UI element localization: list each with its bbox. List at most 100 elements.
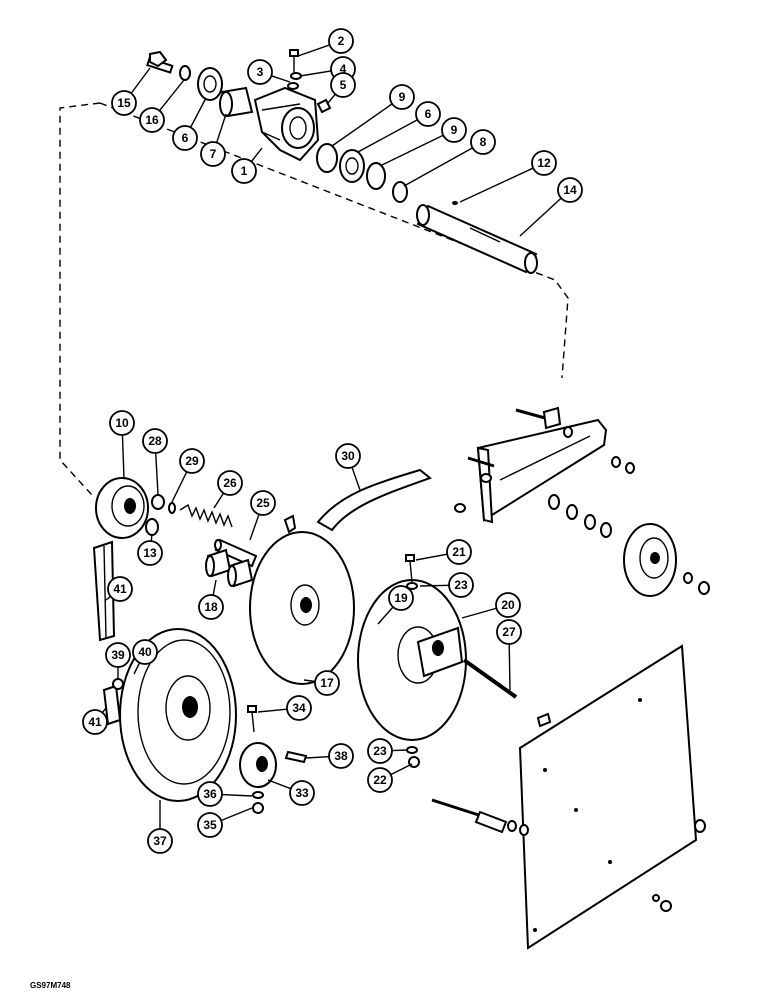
washer-23-upper	[406, 582, 418, 590]
callout-bubble	[496, 619, 522, 645]
callout-41: 41	[105, 576, 133, 602]
arm-washer-upper	[563, 426, 573, 438]
washer-3	[287, 82, 299, 90]
callout-37: 37	[147, 800, 173, 854]
callout-bubble	[107, 576, 133, 602]
callout-number: 8	[480, 135, 487, 149]
arm-washer-right-1	[611, 456, 621, 468]
arm-spacer	[542, 406, 562, 430]
callout-25: 25	[249, 490, 276, 541]
callout-18: 18	[198, 579, 224, 620]
callout-number: 23	[373, 744, 387, 758]
callout-number: 10	[115, 416, 129, 430]
callout-number: 17	[320, 676, 334, 690]
washer-8	[392, 181, 408, 203]
callout-number: 40	[138, 645, 152, 659]
callout-26: 26	[213, 470, 243, 509]
tensioner-arm	[476, 418, 608, 524]
callout-leader	[377, 606, 394, 625]
callout-6: 6	[357, 101, 441, 153]
callout-leader	[391, 749, 409, 752]
callout-14: 14	[519, 177, 583, 237]
panel-spacer	[474, 810, 508, 834]
callout-leader	[403, 147, 473, 187]
callout-bubble	[197, 781, 223, 807]
bolt-15	[146, 50, 174, 74]
callout-15: 15	[111, 67, 151, 116]
callout-35: 35	[197, 807, 253, 838]
spacer-c	[584, 514, 596, 530]
callout-leader	[351, 467, 361, 491]
callout-leader	[212, 579, 217, 596]
callout-bubble	[250, 490, 276, 516]
callout-number: 12	[537, 156, 551, 170]
hub-33	[239, 742, 277, 788]
callout-34: 34	[257, 695, 312, 721]
callout-leader	[357, 119, 418, 153]
callout-8: 8	[403, 129, 496, 187]
spring-26	[179, 503, 233, 528]
snap-ring-9-right	[366, 162, 386, 190]
idler-pulley	[623, 523, 677, 597]
callout-33: 33	[267, 779, 315, 806]
callout-bubble	[247, 59, 273, 85]
belt-guide-41-upper	[92, 540, 116, 642]
callout-41: 41	[82, 707, 108, 735]
callout-number: 23	[454, 578, 468, 592]
sheave-half-20	[357, 579, 467, 741]
callout-leader	[130, 67, 151, 94]
callout-17: 17	[303, 670, 340, 696]
panel-bolt-top	[536, 712, 552, 728]
arm-nut-small	[454, 503, 466, 513]
callout-leader	[305, 755, 330, 759]
bearing-housing-1	[253, 86, 320, 162]
callout-number: 9	[399, 90, 406, 104]
callout-number: 19	[394, 591, 408, 605]
callout-leader	[297, 44, 330, 57]
callout-bubble	[172, 125, 198, 151]
callout-number: 39	[111, 648, 125, 662]
callout-leader	[189, 97, 207, 128]
belt-30	[316, 468, 433, 532]
callout-bubble	[470, 129, 496, 155]
callout-leader	[459, 167, 534, 203]
idler-washer	[683, 572, 693, 584]
bearing-6-left	[197, 67, 223, 101]
callout-number: 38	[334, 749, 348, 763]
callout-number: 41	[113, 582, 127, 596]
nut-35	[252, 802, 264, 814]
callout-bubble	[105, 642, 131, 668]
callout-bubble	[198, 594, 224, 620]
callout-bubble	[328, 743, 354, 769]
callout-bubble	[197, 812, 223, 838]
spacer-d	[600, 522, 612, 538]
callout-36: 36	[197, 781, 253, 807]
callout-3: 3	[247, 59, 291, 85]
callout-38: 38	[305, 743, 354, 769]
sheave-half-17	[249, 531, 355, 685]
callout-20: 20	[461, 592, 521, 619]
arm-nut-left	[480, 473, 492, 483]
callout-leader	[133, 662, 141, 675]
bushing-18-b	[227, 558, 254, 588]
callout-number: 9	[451, 123, 458, 137]
callout-bubble	[147, 828, 173, 854]
callout-number: 14	[563, 183, 577, 197]
callout-28: 28	[142, 428, 168, 495]
callout-bubble	[446, 539, 472, 565]
bolt-21	[405, 554, 415, 583]
callout-bubble	[367, 738, 393, 764]
callout-leader	[250, 147, 263, 162]
callout-bubble	[286, 695, 312, 721]
callout-number: 22	[373, 773, 387, 787]
figure-code: GS97M748	[30, 981, 71, 990]
bolt-27	[462, 658, 518, 699]
callout-number: 21	[452, 545, 466, 559]
callout-23: 23	[419, 572, 474, 598]
callout-leader	[519, 197, 562, 237]
callout-bubble	[495, 592, 521, 618]
callout-27: 27	[496, 619, 522, 691]
callout-bubble	[441, 117, 467, 143]
callout-leader	[267, 779, 292, 790]
